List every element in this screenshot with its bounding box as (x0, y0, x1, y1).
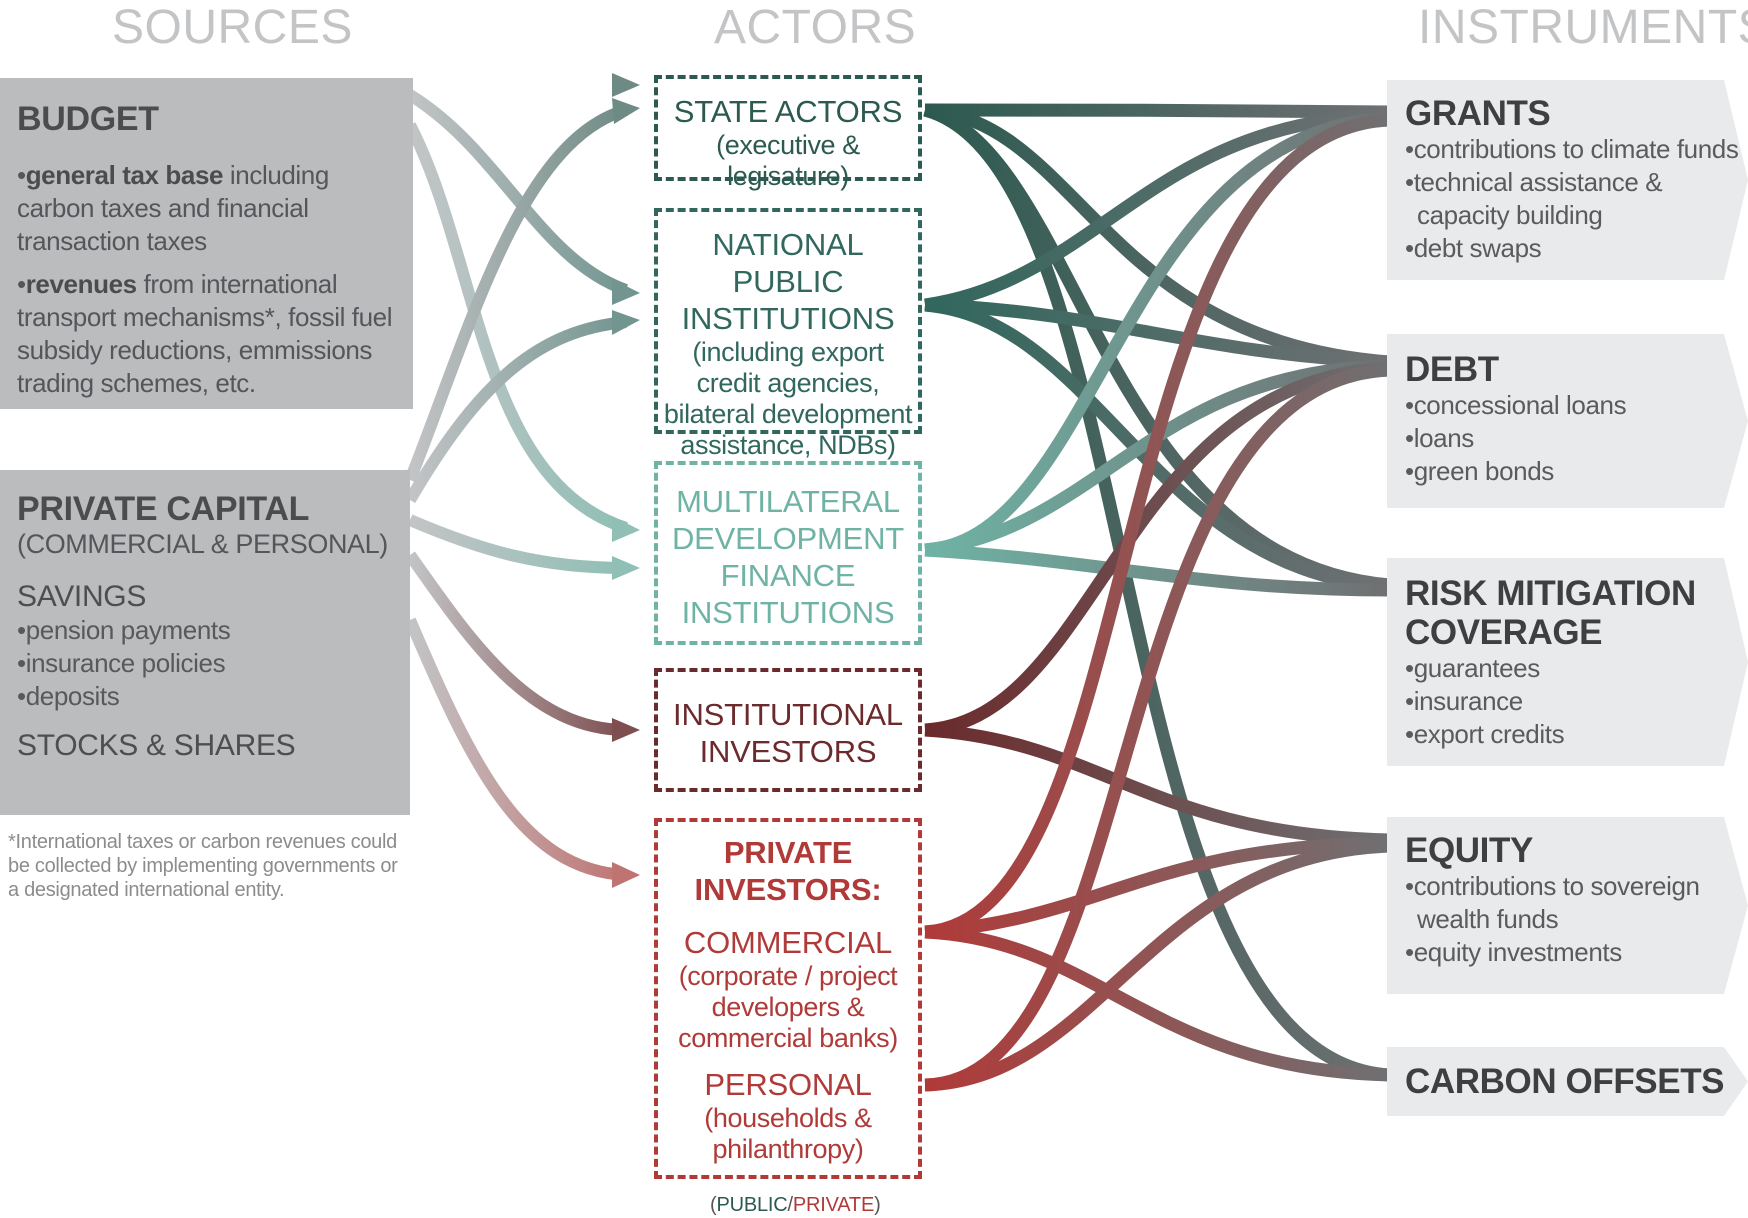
flow-national-debt (924, 298, 1391, 369)
actor-national: NATIONAL PUBLIC INSTITUTIONS (including … (654, 208, 922, 460)
instrument-equity-title: EQUITY (1405, 831, 1533, 870)
arrowhead-private-state (612, 98, 640, 124)
flow-state-offsets (923, 103, 1391, 1082)
instrument-carbon-offsets: CARBON OFFSETS (1387, 1047, 1748, 1116)
debt-item: •concessional loans (1405, 390, 1627, 420)
savings-heading: SAVINGS (17, 580, 147, 613)
actor-national-title: NATIONAL PUBLIC INSTITUTIONS (681, 227, 895, 336)
equity-item: •equity investments (1405, 937, 1622, 967)
flow-multilateral-debt (924, 359, 1391, 557)
grants-item: •technical assistance & (1405, 167, 1663, 197)
flow-multilateral-grants (924, 111, 1391, 557)
risk-item: •insurance (1405, 686, 1523, 716)
flow-institutional-equity (924, 723, 1391, 847)
arrowhead-private-multilateral (612, 556, 640, 580)
flow-commercial-offsets (924, 925, 1391, 1082)
actor-multilateral-title: MULTILATERAL DEVELOPMENT FINANCE INSTITU… (671, 484, 905, 630)
arrowhead-private-institutional (612, 718, 640, 742)
instrument-equity: EQUITY •contributions to sovereign wealt… (1387, 817, 1748, 994)
savings-item: •insurance policies (17, 648, 226, 678)
budget-item-revenues: •revenues from international transport m… (17, 269, 393, 398)
flow-private-national (404, 316, 627, 504)
risk-item: •guarantees (1405, 653, 1540, 683)
actor-state: STATE ACTORS (executive & legisature) (654, 75, 922, 191)
flow-multilateral-risk (924, 543, 1391, 597)
equity-item: •contributions to sovereign (1405, 871, 1700, 901)
risk-item: •export credits (1405, 719, 1565, 749)
actor-national-sub: (including export credit agencies, bilat… (663, 337, 913, 460)
flow-personal-debt (924, 363, 1391, 1092)
instrument-debt: DEBT •concessional loans •loans •green b… (1387, 334, 1748, 508)
debt-item: •green bonds (1405, 456, 1554, 486)
flow-private-private (404, 617, 627, 881)
actor-state-title: STATE ACTORS (673, 94, 903, 129)
instrument-offsets-title: CARBON OFFSETS (1405, 1062, 1725, 1101)
private-capital-subtitle: (COMMERCIAL & PERSONAL) (17, 529, 388, 559)
grants-item: capacity building (1417, 200, 1603, 230)
legend-public: PUBLIC (716, 1194, 788, 1216)
actors-header: ACTORS (714, 1, 917, 54)
equity-item: wealth funds (1417, 904, 1559, 934)
arrowhead-private-private (612, 862, 640, 888)
instrument-grants-title: GRANTS (1405, 94, 1551, 133)
actor-institutional: INSTITUTIONAL INVESTORS (654, 668, 922, 792)
actor-private: PRIVATE INVESTORS: COMMERCIAL (corporate… (654, 818, 922, 1179)
flow-state-debt (924, 103, 1391, 369)
sources-header: SOURCES (112, 1, 353, 54)
actor-commercial-title: COMMERCIAL (683, 925, 893, 960)
instrument-risk-title2: COVERAGE (1405, 613, 1603, 652)
flow-state-grants (924, 103, 1391, 119)
actor-state-sub: (executive & legisature) (716, 130, 860, 191)
flow-commercial-grants (924, 113, 1391, 939)
flow-personal-equity (924, 839, 1391, 1092)
grants-item: •contributions to climate funds (1405, 134, 1739, 164)
flow-private-state (404, 104, 628, 483)
savings-item: •deposits (17, 681, 120, 711)
flow-national-grants (924, 108, 1391, 312)
instrument-risk-title: RISK MITIGATION (1405, 574, 1696, 613)
instrument-risk: RISK MITIGATION COVERAGE •guarantees •in… (1387, 558, 1748, 766)
debt-item: •loans (1405, 423, 1474, 453)
actor-personal-title: PERSONAL (704, 1067, 872, 1102)
actor-institutional-title: INSTITUTIONAL INVESTORS (673, 697, 903, 769)
instrument-debt-title: DEBT (1405, 350, 1499, 389)
arrowhead-budget-multilateral (612, 516, 640, 542)
actor-commercial-sub: (corporate / project developers & commer… (678, 961, 898, 1053)
flow-private-institutional (405, 551, 627, 736)
budget-box: BUDGET •general tax base including carbo… (0, 78, 413, 409)
arrowhead-private-national (612, 310, 640, 335)
public-private-legend: (PUBLIC/PRIVATE) (710, 1194, 881, 1216)
grants-item: •debt swaps (1405, 233, 1542, 263)
legend-private: PRIVATE (792, 1194, 875, 1216)
instruments-header: INSTRUMENTS (1418, 1, 1748, 54)
actor-personal-sub: (households & philanthropy) (704, 1103, 872, 1164)
private-capital-title: PRIVATE CAPITAL (17, 490, 310, 528)
actor-multilateral: MULTILATERAL DEVELOPMENT FINANCE INSTITU… (654, 461, 922, 645)
flow-private-multilateral (407, 514, 627, 574)
private-capital-box: PRIVATE CAPITAL (COMMERCIAL & PERSONAL) … (0, 470, 410, 815)
actor-private-title: PRIVATE INVESTORS: (694, 835, 882, 907)
budget-title: BUDGET (17, 100, 159, 138)
flow-commercial-equity (924, 836, 1391, 939)
instrument-grants: GRANTS •contributions to climate funds •… (1387, 80, 1748, 280)
arrowhead-budget-state (612, 73, 640, 97)
savings-item: •pension payments (17, 615, 231, 645)
flow-budget-multilateral (404, 122, 628, 534)
budget-item-tax: •general tax base including carbon taxes… (17, 160, 329, 256)
stocks-heading: STOCKS & SHARES (17, 729, 296, 762)
footnote: *International taxes or carbon revenues … (8, 831, 398, 901)
arrowhead-budget-national (612, 279, 640, 305)
